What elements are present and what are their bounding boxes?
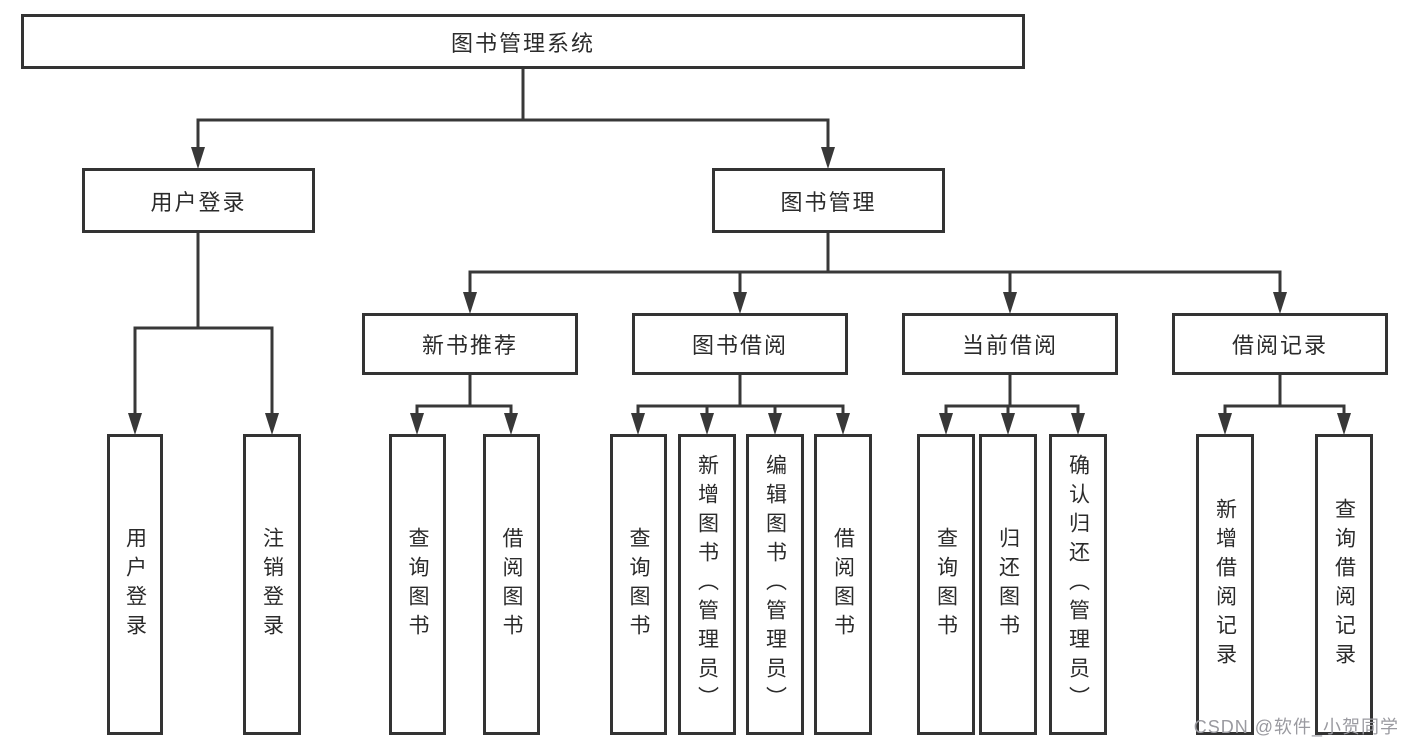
leaf-query-book-current: 查询图书 bbox=[917, 434, 975, 735]
leaf-user-login: 用户登录 bbox=[107, 434, 163, 735]
node-book-management: 图书管理 bbox=[712, 168, 945, 233]
leaf-add-book-admin: 新增图书（管理员） bbox=[678, 434, 736, 735]
node-book-borrow: 图书借阅 bbox=[632, 313, 848, 375]
leaf-borrow-book-recommend: 借阅图书 bbox=[483, 434, 540, 735]
leaf-borrow-book: 借阅图书 bbox=[814, 434, 872, 735]
node-user-login: 用户登录 bbox=[82, 168, 315, 233]
leaf-return-book: 归还图书 bbox=[979, 434, 1037, 735]
leaf-query-borrow-record: 查询借阅记录 bbox=[1315, 434, 1373, 735]
leaf-edit-book-admin: 编辑图书（管理员） bbox=[746, 434, 804, 735]
node-new-book-recommend: 新书推荐 bbox=[362, 313, 578, 375]
leaf-logout: 注销登录 bbox=[243, 434, 301, 735]
node-current-borrow: 当前借阅 bbox=[902, 313, 1118, 375]
leaf-query-book-borrow: 查询图书 bbox=[610, 434, 667, 735]
node-borrow-records: 借阅记录 bbox=[1172, 313, 1388, 375]
csdn-watermark: CSDN @软件_小贺同学 bbox=[1193, 717, 1399, 737]
leaf-query-book-recommend: 查询图书 bbox=[389, 434, 446, 735]
leaf-add-borrow-record: 新增借阅记录 bbox=[1196, 434, 1254, 735]
node-root-system: 图书管理系统 bbox=[21, 14, 1025, 69]
leaf-confirm-return-admin: 确认归还（管理员） bbox=[1049, 434, 1107, 735]
